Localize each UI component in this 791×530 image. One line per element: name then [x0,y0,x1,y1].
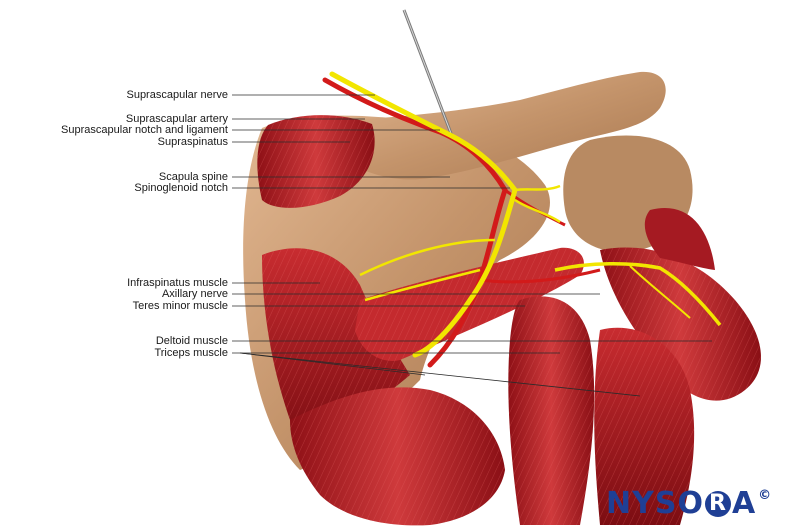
logo-text-part1: NYSO [606,486,704,521]
acromion-bone [340,71,666,180]
leader-lines [232,94,712,397]
suprascapular-nerve-fiber [329,71,518,358]
label-deltoid-muscle: Deltoid muscle [155,335,228,347]
label-supraspinatus: Supraspinatus [157,136,228,148]
label-suprascapular-nerve: Suprascapular nerve [126,89,228,101]
label-scapula-spine: Scapula spine [158,171,228,183]
copyright-symbol: © [758,488,773,503]
label-teres-minor-muscle: Teres minor muscle [132,300,228,312]
axillary-nerve-fiber [554,261,722,327]
label-triceps-muscle: Triceps muscle [154,347,228,359]
suprascapular-artery-vessel [322,77,508,368]
label-infraspinatus-muscle: Infraspinatus muscle [127,277,228,289]
label-suprascapular-notch-ligament: Suprascapular notch and ligament [61,124,228,136]
logo-text-part2: A [731,486,757,521]
label-suprascapular-artery: Suprascapular artery [125,113,228,125]
deltoid-upper-shape [644,208,715,270]
logo-ring-letter: R [704,491,731,517]
label-spinoglenoid-notch: Spinoglenoid notch [134,182,228,194]
label-axillary-nerve: Axillary nerve [161,288,228,300]
